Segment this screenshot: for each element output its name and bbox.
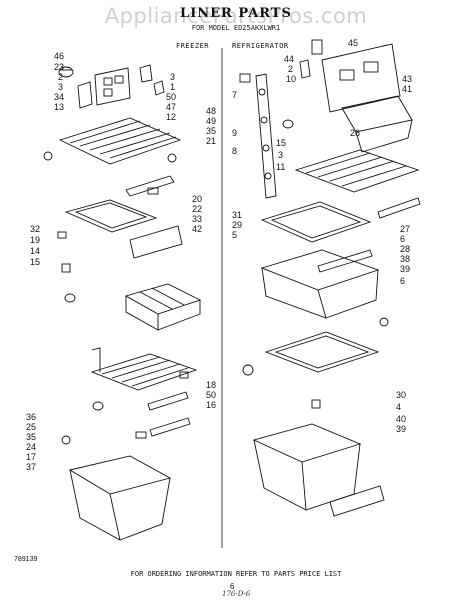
- fridge-shelf-track: [255, 73, 277, 199]
- callout-label: 28: [400, 244, 410, 254]
- callout-label: 50: [166, 92, 176, 102]
- callout-label: 23: [54, 62, 64, 72]
- fridge-crisper-divider: [317, 249, 373, 273]
- ice-cube-tray: [124, 283, 202, 331]
- fridge-shelf-rail-upper: [377, 197, 421, 219]
- section-label-refrigerator: REFRIGERATOR: [232, 42, 289, 50]
- page-number: 6: [230, 582, 235, 591]
- fridge-bracket: [299, 59, 311, 79]
- callout-label: 3: [58, 82, 63, 92]
- callout-label: 1: [170, 82, 175, 92]
- freezer-knob: [58, 66, 74, 78]
- section-label-freezer: FREEZER: [176, 42, 210, 50]
- callout-label: 47: [166, 102, 176, 112]
- freezer-bracket-left: [77, 81, 93, 109]
- callout-label: 6: [400, 276, 405, 286]
- model-subtitle: FOR MODEL ED25AKXLWR1: [191, 24, 281, 32]
- callout-label: 29: [232, 220, 242, 230]
- callout-label: 32: [30, 224, 40, 234]
- fridge-drawer-front: [329, 485, 385, 517]
- callout-label: 43: [402, 74, 412, 84]
- handwritten-note: 176-D-6: [222, 590, 251, 598]
- callout-label: 45: [348, 38, 358, 48]
- freezer-lower-rails: [147, 371, 191, 437]
- callout-label: 15: [30, 257, 40, 267]
- document-code: 789139: [14, 556, 38, 563]
- freezer-tray: [64, 199, 158, 233]
- watermark-text: AppliancePartsPros.com: [104, 4, 368, 28]
- callout-label: 6: [400, 234, 405, 244]
- callout-label: 18: [206, 380, 216, 390]
- fridge-lower-small-parts: [242, 317, 389, 409]
- callout-label: 4: [396, 402, 401, 412]
- callout-label: 36: [26, 412, 36, 422]
- callout-label: 31: [232, 210, 242, 220]
- ordering-footer: FOR ORDERING INFORMATION REFER TO PARTS …: [130, 570, 342, 578]
- callout-label: 13: [54, 102, 64, 112]
- callout-label: 27: [400, 224, 410, 234]
- fridge-wire-shelf-upper: [294, 149, 420, 193]
- callout-label: 3: [278, 150, 283, 160]
- callout-label: 12: [166, 112, 176, 122]
- callout-label: 10: [286, 74, 296, 84]
- callout-label: 7: [232, 90, 237, 100]
- callout-label: 17: [26, 452, 36, 462]
- callout-label: 2: [288, 64, 293, 74]
- fridge-light-switch: [311, 39, 323, 55]
- callout-label: 20: [192, 194, 202, 204]
- fridge-crisper-cover-bin: [341, 95, 413, 153]
- callout-label: 19: [30, 235, 40, 245]
- callout-label: 9: [232, 128, 237, 138]
- callout-label: 3: [170, 72, 175, 82]
- callout-label: 21: [206, 136, 216, 146]
- callout-label: 14: [30, 246, 40, 256]
- callout-label: 15: [276, 138, 286, 148]
- freezer-wire-shelf: [58, 117, 182, 165]
- callout-label: 46: [54, 51, 64, 61]
- freezer-shelf-rail: [125, 175, 175, 197]
- freezer-door-bin: [68, 455, 172, 541]
- freezer-control-panel: [94, 67, 131, 106]
- callout-label: 8: [232, 146, 237, 156]
- callout-label: 2: [58, 72, 63, 82]
- freezer-clips: [57, 231, 76, 303]
- callout-label: 49: [206, 116, 216, 126]
- callout-label: 44: [284, 54, 294, 64]
- callout-label: 11: [276, 162, 285, 172]
- callout-label: 42: [192, 224, 202, 234]
- callout-label: 24: [26, 442, 36, 452]
- fridge-small-parts: [239, 73, 294, 129]
- callout-label: 39: [400, 264, 410, 274]
- freezer-small-parts: [43, 151, 177, 195]
- callout-label: 30: [396, 390, 406, 400]
- freezer-bracket-right: [139, 64, 165, 96]
- fridge-glass-shelf-lower: [264, 331, 380, 373]
- callout-label: 16: [206, 400, 216, 410]
- callout-label: 41: [402, 84, 412, 94]
- callout-label: 26: [350, 128, 360, 138]
- callout-label: 22: [192, 204, 202, 214]
- callout-label: 38: [400, 254, 410, 264]
- callout-label: 25: [26, 422, 36, 432]
- freezer-lower-small-parts: [61, 401, 147, 445]
- callout-label: 35: [26, 432, 36, 442]
- callout-label: 48: [206, 106, 216, 116]
- fridge-glass-shelf: [260, 201, 372, 243]
- callout-label: 40: [396, 414, 406, 424]
- callout-label: 34: [54, 92, 64, 102]
- callout-label: 37: [26, 462, 36, 472]
- freezer-tray-front: [129, 225, 183, 259]
- page-title: LINER PARTS: [180, 6, 292, 21]
- callout-label: 35: [206, 126, 216, 136]
- callout-label: 50: [206, 390, 216, 400]
- fridge-control-housing: [321, 43, 401, 113]
- fridge-crisper-drawer: [260, 249, 380, 319]
- callout-label: 39: [396, 424, 406, 434]
- freezer-lower-wire-shelf: [90, 347, 198, 391]
- callout-label: 33: [192, 214, 202, 224]
- callout-label: 5: [232, 230, 237, 240]
